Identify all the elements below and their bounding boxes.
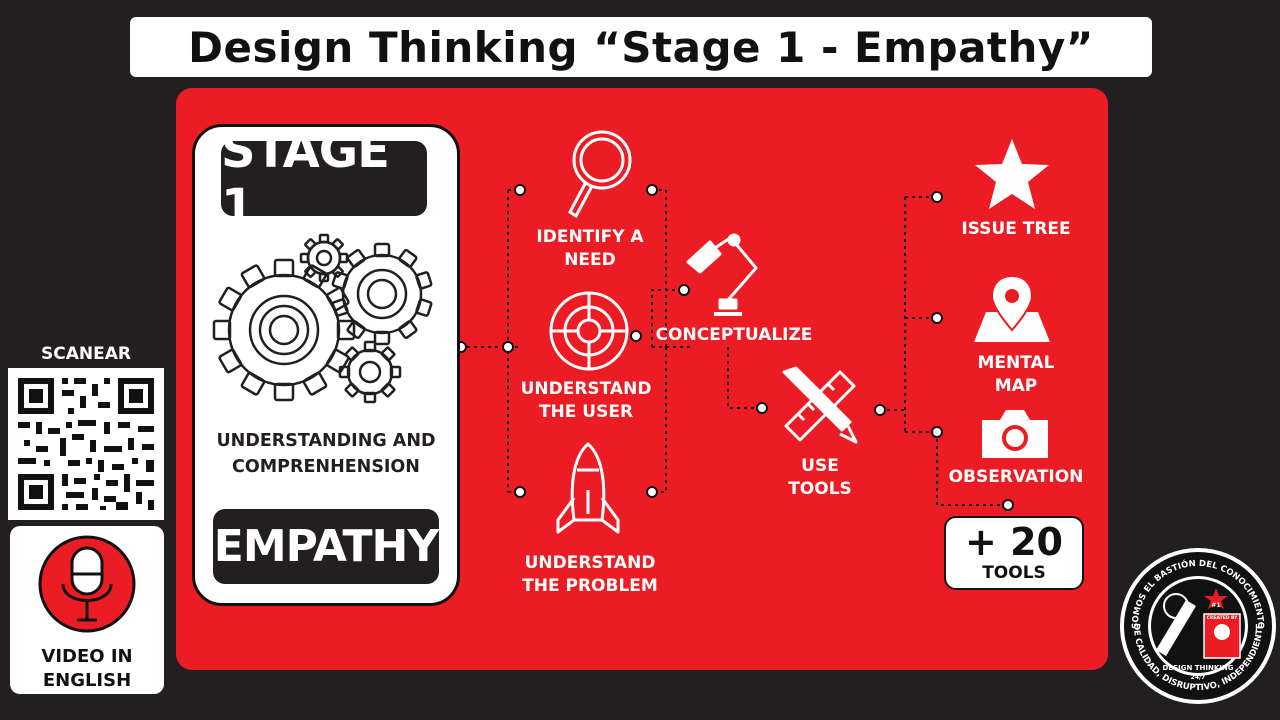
- step-understand-problem: UNDERSTAND THE PROBLEM: [522, 553, 658, 596]
- map-pin-icon: [974, 274, 1050, 342]
- gears-icon: [212, 233, 433, 404]
- pencil-ruler-icon: [782, 366, 858, 444]
- star-icon: [975, 139, 1049, 209]
- more-tools-count: + 20: [965, 520, 1063, 564]
- qr-code-image: [18, 378, 154, 510]
- badge-rank: #1: [1211, 602, 1220, 609]
- scan-label: SCANEAR: [41, 344, 131, 364]
- badge-hours: 24/7: [1191, 674, 1206, 681]
- more-tools-label: TOOLS: [982, 563, 1046, 583]
- title-bar: Design Thinking “Stage 1 - Empathy”: [130, 17, 1152, 77]
- tool-observation: OBSERVATION: [948, 467, 1084, 487]
- microphone-icon: [38, 535, 136, 633]
- stage-label: STAGE 1: [221, 123, 427, 235]
- tool-issue-tree: ISSUE TREE: [961, 219, 1071, 239]
- desk-lamp-icon: [686, 233, 758, 316]
- target-icon: [549, 291, 629, 371]
- tool-mental-map: MENTAL MAP: [977, 353, 1055, 396]
- step-understand-user: UNDERSTAND THE USER: [520, 379, 652, 422]
- magnifier-icon: [568, 130, 632, 218]
- badge-name: DESIGN THINKING: [1162, 664, 1233, 672]
- brand-badge-logo: SOMOS EL BASTIÓN DEL CONOCIMIENTO DE CAL…: [1120, 548, 1276, 704]
- qr-code[interactable]: [8, 368, 164, 520]
- step-conceptualize: CONCEPTUALIZE: [655, 325, 813, 345]
- step-use-tools: USE TOOLS: [788, 456, 852, 499]
- video-label: VIDEO IN ENGLISH: [41, 646, 133, 691]
- page-title: Design Thinking “Stage 1 - Empathy”: [188, 22, 1094, 72]
- rocket-icon: [556, 442, 620, 534]
- more-tools-box: + 20 TOOLS: [944, 516, 1084, 590]
- badge-created-by: CREATED BY: [1207, 615, 1239, 621]
- stage-description: UNDERSTANDING AND COMPRENHENSION: [216, 431, 436, 477]
- phase-label: EMPATHY: [213, 509, 439, 584]
- camera-icon: [982, 410, 1048, 458]
- step-identify-need: IDENTIFY A NEED: [536, 227, 644, 270]
